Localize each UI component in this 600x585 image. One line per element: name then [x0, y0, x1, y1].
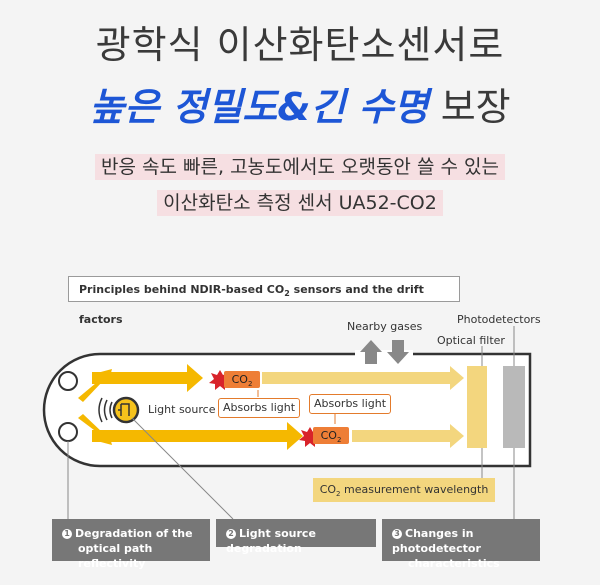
bulb-filament [118, 403, 130, 416]
beam-arrow-top [92, 364, 203, 392]
banner-text: Principles behind NDIR-based CO [79, 283, 285, 296]
absorbs-light-tag-bottom: Absorbs light [309, 394, 391, 414]
optical-filter-label: Optical filter [437, 334, 505, 347]
light-bulb-icon [112, 396, 140, 424]
light-source-label: Light source [148, 403, 216, 416]
co2-text: CO [320, 429, 337, 442]
photodetector [503, 366, 525, 448]
drift-factor-1-line2: optical path reflectivity [78, 542, 153, 570]
beam-bottom [352, 424, 464, 448]
number-badge-icon: 3 [392, 529, 402, 539]
subtitle-line-1: 반응 속도 빠른, 고농도에서도 오랫동안 쓸 수 있는 [0, 152, 600, 180]
gas-out-arrow-icon [387, 340, 409, 364]
drift-factor-3-text: Changes in photodetector [392, 527, 481, 555]
subtitle-line-1-text: 반응 속도 빠른, 고농도에서도 오랫동안 쓸 수 있는 [95, 154, 505, 180]
absorbs-light-tag-top: Absorbs light [218, 398, 300, 418]
headline-rest: 보장 [428, 85, 511, 129]
headline-line-1: 광학식 이산화탄소센서로 [95, 23, 505, 67]
reflector-top-icon [58, 371, 78, 391]
drift-factor-3-line2: characteristics [408, 557, 500, 570]
co2-molecule-bottom: CO2 [313, 427, 349, 444]
beam-top [262, 366, 464, 390]
headline-highlight: 높은 정밀도&긴 수명 [89, 85, 429, 129]
banner-text-end: sensors and the drift factors [79, 283, 424, 327]
gas-inlet-gap [355, 350, 413, 358]
emission-waves-icon [98, 397, 113, 423]
measurement-wavelength-label: CO2 measurement wavelength [313, 478, 495, 502]
number-badge-icon: 1 [62, 529, 72, 539]
leader-cause-2 [131, 417, 234, 520]
nearby-gases-label: Nearby gases [347, 320, 423, 333]
co2-molecule-top: CO2 [224, 371, 260, 388]
drift-factor-1-text: Degradation of the [75, 527, 193, 540]
co2-subscript: 2 [247, 380, 253, 389]
headline-line-2: 높은 정밀도&긴 수명 보장 [0, 76, 600, 131]
wavelength-text: CO [319, 483, 337, 496]
beam-arrow-bottom [92, 422, 303, 450]
gas-in-arrow-icon [360, 340, 382, 364]
wavelength-subscript: 2 [336, 490, 341, 499]
wavelength-text-end: measurement wavelength [340, 483, 489, 496]
subtitle-line-2: 이산화탄소 측정 센서 UA52-CO2 [0, 188, 600, 216]
banner-subscript: 2 [284, 289, 290, 299]
optical-filter [467, 366, 487, 448]
photodetectors-label: Photodetectors [457, 313, 541, 326]
drift-factor-2-text: Light source degradation [226, 527, 316, 555]
co2-subscript: 2 [336, 436, 342, 445]
subtitle-line-2-text: 이산화탄소 측정 센서 UA52-CO2 [157, 190, 443, 216]
co2-text: CO [231, 373, 248, 386]
number-badge-icon: 2 [226, 529, 236, 539]
diagram-banner: Principles behind NDIR-based CO2 sensors… [68, 276, 460, 326]
